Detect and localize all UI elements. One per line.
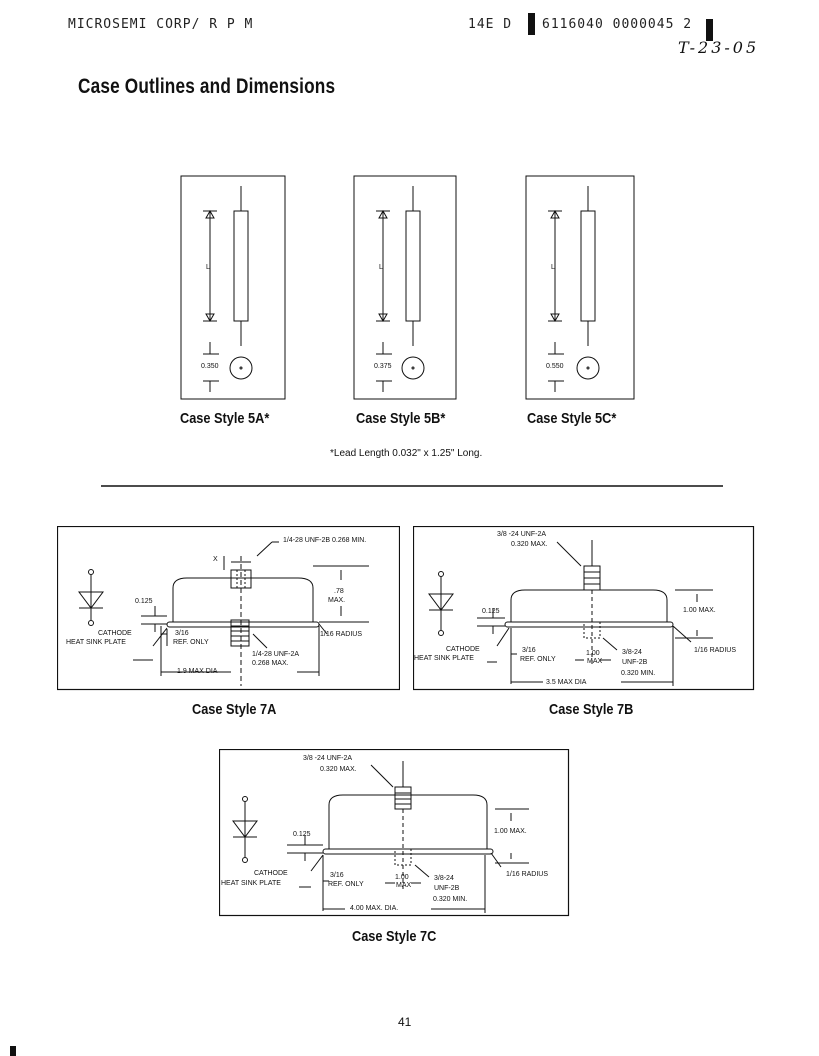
7c-stud-len-max: MAX	[396, 882, 412, 889]
7b-stud-min: 0.320 MIN.	[621, 670, 656, 677]
7b-stud-thread2: UNF-2B	[622, 659, 648, 666]
axial-diameter-label: 0.375	[374, 363, 392, 370]
7a-diameter: 1.9 MAX DIA	[177, 668, 218, 675]
header-left: MICROSEMI CORP/ R P M	[68, 17, 254, 32]
7b-radius: 1/16 RADIUS	[694, 647, 737, 654]
case-7c-drawing	[219, 749, 570, 917]
7c-heat-sink: HEAT SINK PLATE	[221, 880, 281, 887]
handwritten-code: T-23-05	[678, 38, 760, 57]
7c-diameter: 4.00 MAX. DIA.	[350, 905, 399, 912]
7a-radius: 1/16 RADIUS	[320, 631, 363, 638]
7b-stud-len-max: MAX	[587, 658, 603, 665]
caption-7b: Case Style 7B	[549, 701, 634, 718]
7a-ref-frac: 3/16	[175, 630, 189, 637]
7a-thread-top: 1/4-28 UNF-2B 0.268 MIN.	[283, 537, 367, 544]
7a-heat-sink: HEAT SINK PLATE	[66, 639, 126, 646]
caption-5c: Case Style 5C*	[527, 410, 617, 427]
7b-thread-top-max: 0.320 MAX.	[511, 541, 548, 548]
axial-diameter-label: 0.550	[546, 363, 564, 370]
7c-thread-top-max: 0.320 MAX.	[320, 766, 357, 773]
axial-cases-drawing	[101, 175, 723, 487]
lead-note: *Lead Length 0.032" x 1.25" Long.	[330, 448, 483, 459]
7b-stud-len: 1.00	[586, 650, 600, 657]
barcode-mark-2	[706, 19, 713, 41]
7c-base: 0.125	[293, 831, 311, 838]
case-7a-drawing	[57, 526, 400, 691]
7b-ref-frac: 3/16	[522, 647, 536, 654]
7b-base: 0.125	[482, 608, 500, 615]
corner-mark	[10, 1046, 16, 1056]
7c-thread-top: 3/8 -24 UNF-2A	[303, 755, 353, 762]
page-title: Case Outlines and Dimensions	[78, 75, 336, 98]
7c-cathode: CATHODE	[254, 870, 288, 877]
7c-height: 1.00 MAX.	[494, 828, 527, 835]
caption-5b: Case Style 5B*	[356, 410, 446, 427]
axial-case-box	[180, 175, 286, 400]
7b-cathode: CATHODE	[446, 646, 480, 653]
7a-height: .78	[334, 588, 344, 595]
7a-cathode: CATHODE	[98, 630, 132, 637]
caption-7a: Case Style 7A	[192, 701, 277, 718]
7a-base: 0.125	[135, 598, 153, 605]
7b-diameter: 3.5 MAX DIA	[546, 679, 587, 686]
7c-stud-len: 1.00	[395, 874, 409, 881]
7b-heat-sink: HEAT SINK PLATE	[414, 655, 474, 662]
axial-length-label: L	[206, 264, 210, 271]
caption-7c: Case Style 7C	[352, 928, 437, 945]
7c-stud-thread1: 3/8-24	[434, 875, 454, 882]
barcode-mark	[528, 13, 535, 35]
axial-length-label: L	[379, 264, 383, 271]
7c-stud-thread2: UNF-2B	[434, 885, 460, 892]
case-7b-drawing	[413, 526, 755, 691]
7a-stud-max: 0.268 MAX.	[252, 660, 289, 667]
axial-diameter-label: 0.350	[201, 363, 219, 370]
7b-height: 1.00 MAX.	[683, 607, 716, 614]
7a-height-max: MAX.	[328, 597, 346, 604]
axial-case-box	[353, 175, 457, 400]
caption-5a: Case Style 5A*	[180, 410, 270, 427]
7b-stud-thread1: 3/8-24	[622, 649, 642, 656]
header-code-prefix: 14E D	[468, 17, 513, 32]
7a-x-label: X	[213, 556, 218, 563]
page-number: 41	[398, 1015, 412, 1029]
7c-ref-only: REF. ONLY	[328, 881, 364, 888]
7c-radius: 1/16 RADIUS	[506, 871, 549, 878]
7c-ref-frac: 3/16	[330, 872, 344, 879]
header-code-number: 6116040 0000045 2	[542, 17, 693, 32]
7b-thread-top: 3/8 -24 UNF-2A	[497, 531, 547, 538]
axial-case-box	[525, 175, 635, 400]
7a-stud-thread: 1/4-28 UNF-2A	[252, 651, 300, 658]
7a-ref-only: REF. ONLY	[173, 639, 209, 646]
7c-stud-min: 0.320 MIN.	[433, 896, 468, 903]
axial-length-label: L	[551, 264, 555, 271]
7b-ref-only: REF. ONLY	[520, 656, 556, 663]
